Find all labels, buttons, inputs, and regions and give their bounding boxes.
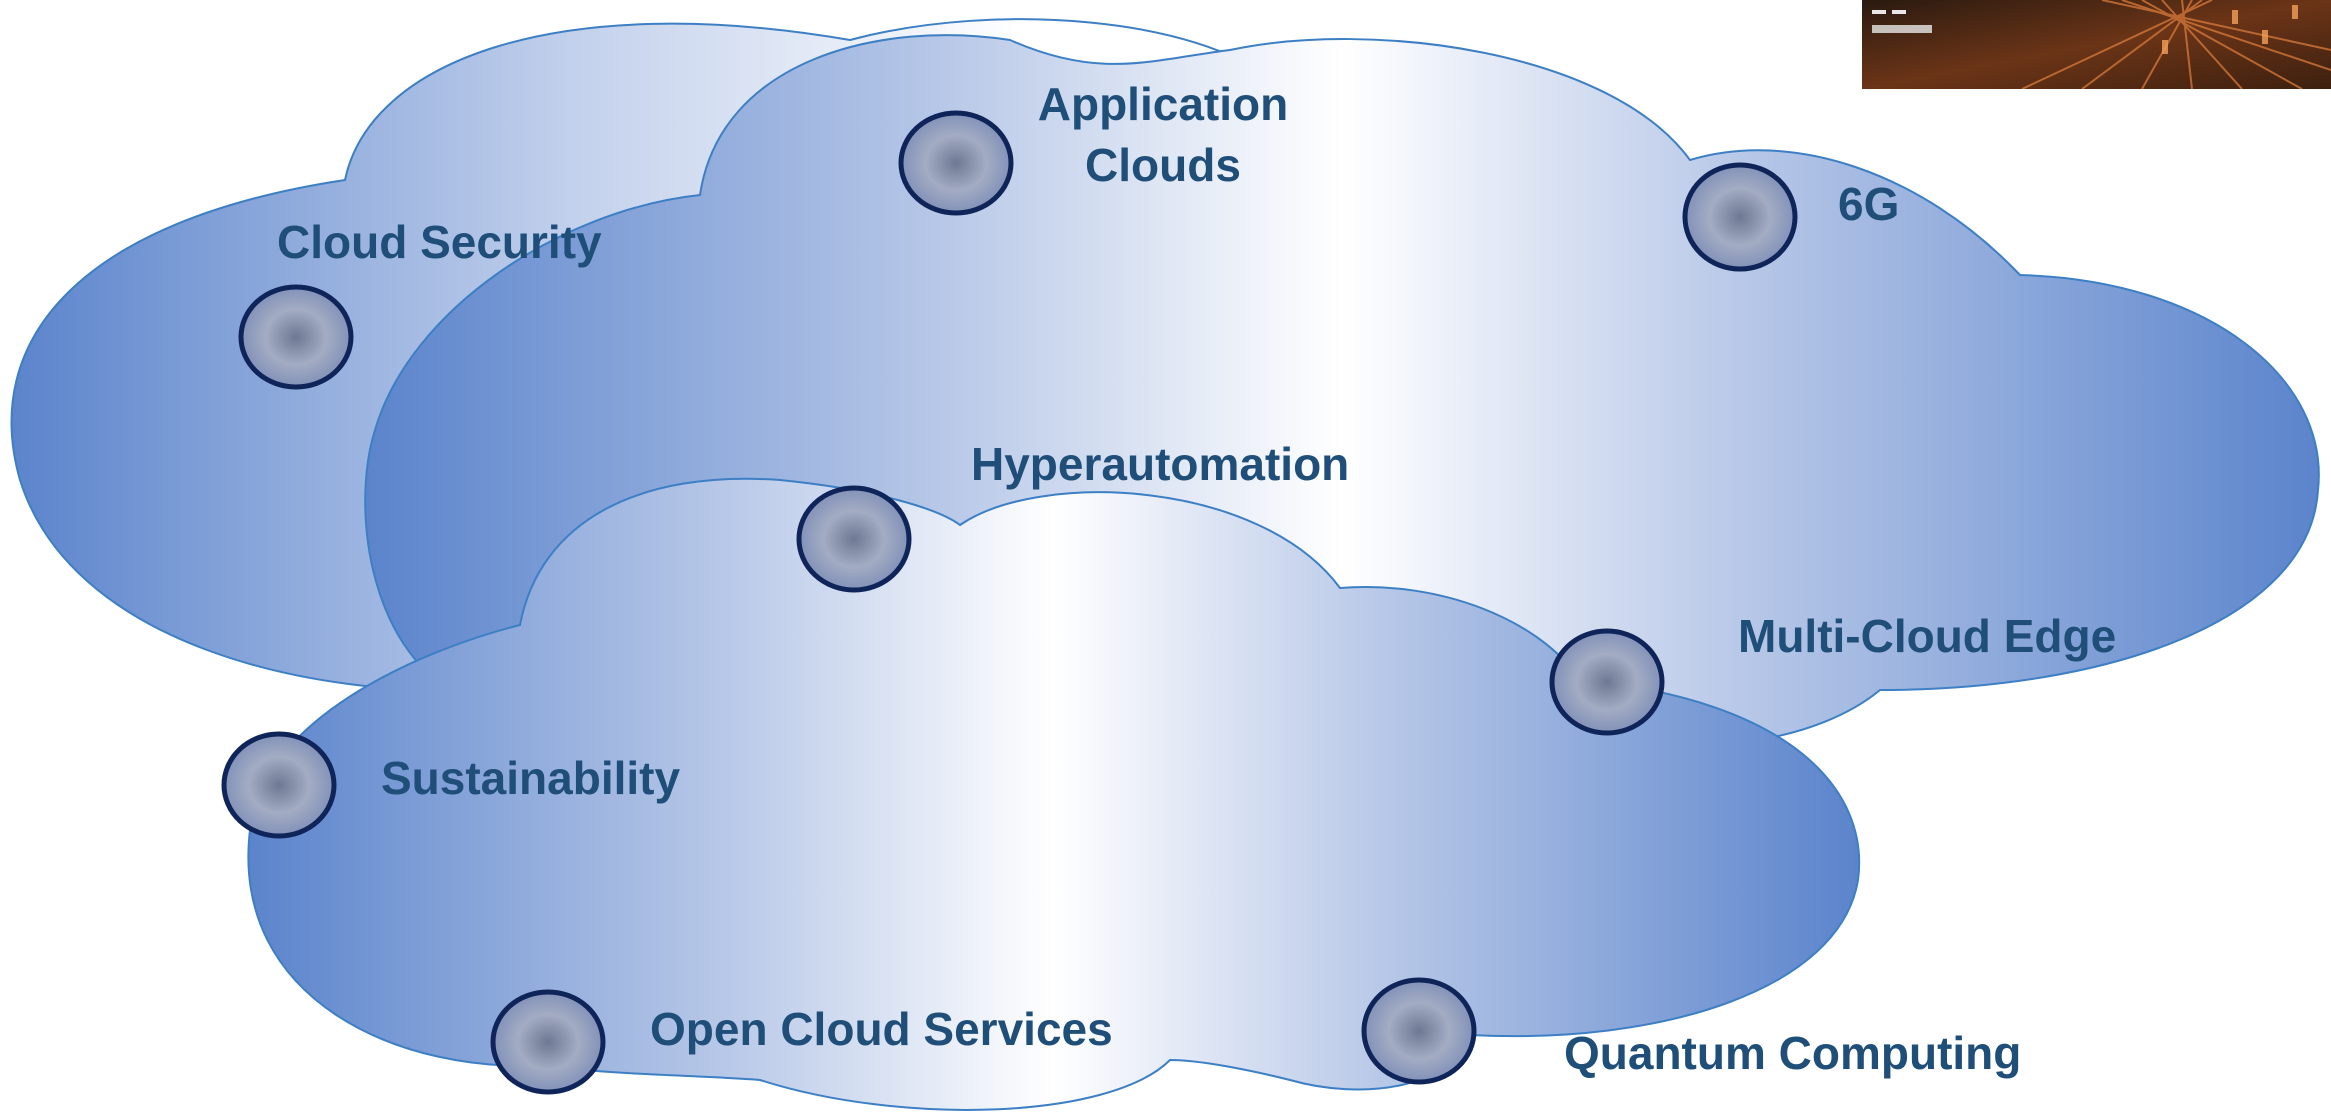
node-sustainability-icon — [221, 731, 337, 839]
label-application-clouds: Application Clouds — [1037, 78, 1289, 192]
node-application-clouds-icon — [898, 110, 1014, 216]
node-quantum-computing-icon — [1361, 977, 1477, 1085]
node-multi-cloud-edge-icon — [1549, 628, 1665, 736]
digital-data-thumbnail-image — [1862, 0, 2331, 89]
cloud-shape-front — [247, 477, 1861, 1111]
node-hyperautomation-icon — [796, 485, 912, 593]
label-6g: 6G — [1838, 178, 1900, 230]
label-cloud-security: Cloud Security — [277, 216, 602, 268]
label-hyperautomation: Hyperautomation — [971, 438, 1350, 490]
label-sustainability: Sustainability — [381, 752, 681, 804]
node-cloud-security-icon — [238, 284, 354, 390]
label-open-cloud-services: Open Cloud Services — [650, 1003, 1113, 1055]
label-quantum-computing: Quantum Computing — [1564, 1027, 2022, 1079]
label-multi-cloud-edge: Multi-Cloud Edge — [1738, 610, 2117, 662]
node-open-cloud-services-icon — [490, 989, 606, 1095]
node-6g-icon — [1682, 162, 1798, 272]
